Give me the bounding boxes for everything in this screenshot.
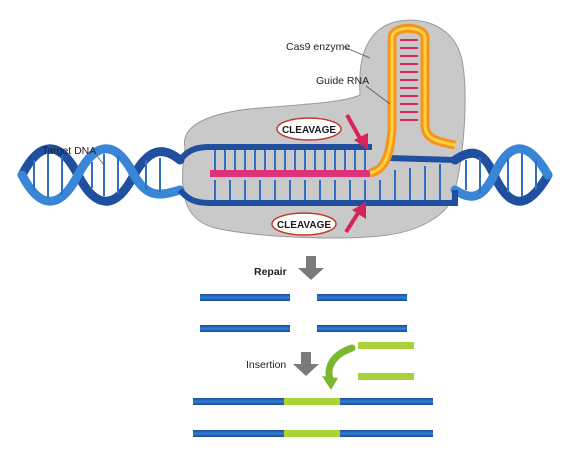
repair-arrow: [298, 256, 324, 280]
target-dna-leader-line: [96, 155, 105, 166]
guide-rna: [210, 23, 456, 178]
cleavage-arrow-top: [345, 114, 368, 150]
guide-rna-label: Guide RNA: [316, 75, 369, 87]
insertion-arrow: [293, 352, 319, 376]
repaired-dna: [193, 398, 433, 437]
inserted-segment-top: [284, 398, 340, 405]
insert-curved-arrow: [322, 344, 356, 390]
target-dna-label: Target DNA: [42, 145, 96, 157]
cleavage-badge-top: CLEAVAGE: [276, 117, 342, 141]
cleavage-arrow-bottom: [344, 202, 366, 234]
cleavage-top-label: CLEAVAGE: [282, 125, 336, 136]
insertion-label: Insertion: [246, 359, 286, 371]
unwound-dna: [177, 144, 459, 206]
inserted-segment-bottom: [284, 430, 340, 437]
target-dna-right-helix: [450, 144, 553, 206]
repair-label: Repair: [254, 266, 287, 278]
cleavage-bottom-label: CLEAVAGE: [277, 220, 331, 231]
cas9-enzyme-label: Cas9 enzyme: [286, 41, 350, 53]
cut-dna-right: [317, 294, 407, 332]
insert-dna-fragment: [358, 342, 414, 380]
cas9-leader-line: [343, 46, 371, 59]
guide-rna-leader-line: [365, 85, 391, 105]
cleavage-badge-bottom: CLEAVAGE: [271, 212, 337, 236]
target-dna-left-helix: [17, 144, 185, 206]
cut-dna-left: [200, 294, 290, 332]
